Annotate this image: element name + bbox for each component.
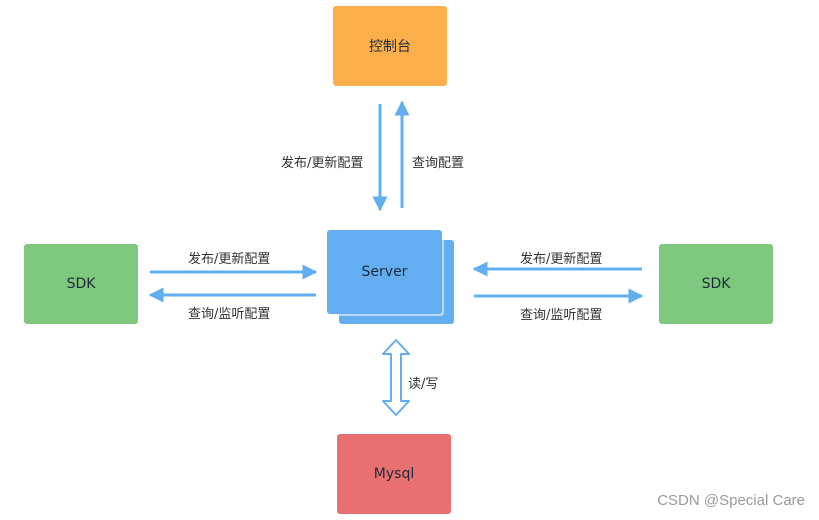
server-node: Server: [327, 230, 442, 314]
edge-label-right-publish: 发布/更新配置: [520, 252, 603, 267]
watermark-text: CSDN @Special Care: [657, 492, 805, 509]
edge-label-console-query: 查询配置: [412, 156, 465, 171]
edge-label-right-query: 查询/监听配置: [520, 308, 603, 323]
edge-label-console-publish: 发布/更新配置: [281, 156, 364, 171]
edge-label-left-query: 查询/监听配置: [188, 307, 271, 322]
arrow-server-mysql-bidirectional: [382, 339, 410, 416]
sdk-right-node: SDK: [659, 244, 773, 324]
console-node-label: 控制台: [369, 39, 411, 55]
server-node-label: Server: [361, 264, 408, 280]
sdk-left-node-label: SDK: [66, 276, 96, 292]
edge-label-left-publish: 发布/更新配置: [188, 252, 271, 267]
sdk-right-node-label: SDK: [701, 276, 731, 292]
console-node: 控制台: [333, 6, 447, 86]
sdk-left-node: SDK: [24, 244, 138, 324]
mysql-node-label: Mysql: [373, 466, 415, 482]
edge-label-mysql-read-write: 读/写: [408, 377, 439, 392]
mysql-node: Mysql: [337, 434, 451, 514]
